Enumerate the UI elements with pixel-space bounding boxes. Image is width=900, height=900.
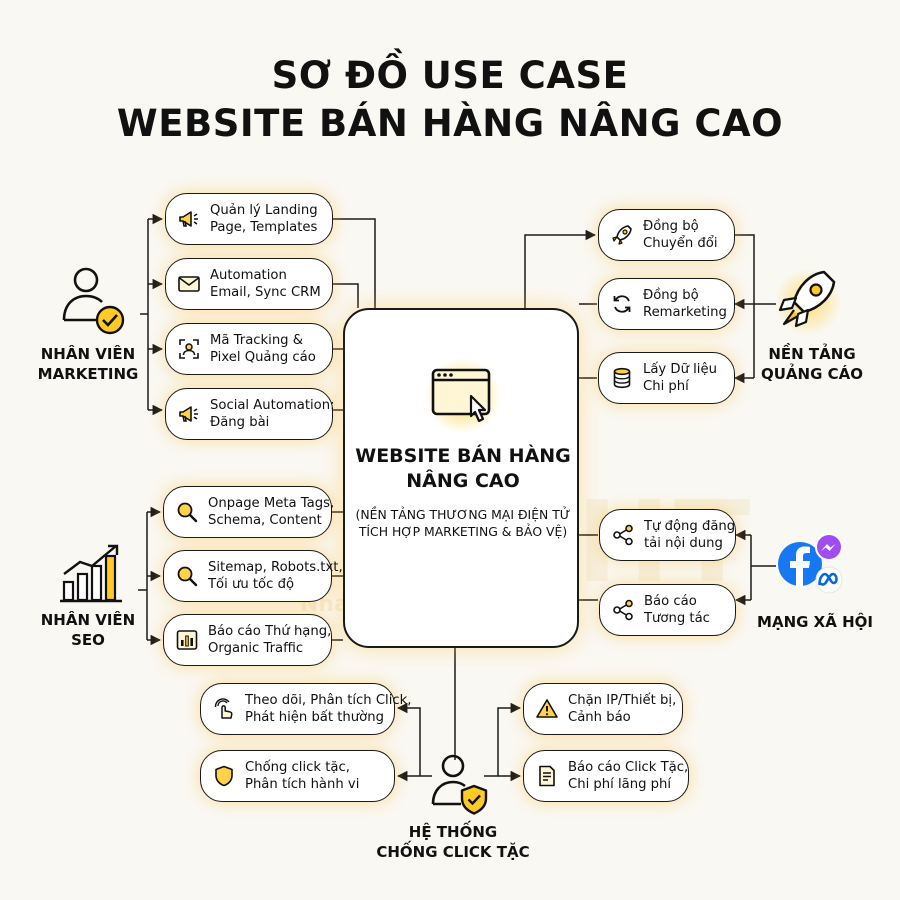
actor-seo[interactable] [56,540,140,604]
rocket-icon [610,223,634,247]
usecase-remarketing-sync[interactable]: Đồng bộ Remarketing [598,278,735,330]
bar-chart-trend-icon [60,544,122,603]
actor-click-fraud-system[interactable] [425,750,491,816]
system-title: WEBSITE BÁN HÀNG NÂNG CAO [355,445,571,492]
share-icon [611,598,635,622]
megaphone-icon [177,207,201,231]
pointer-click-icon [212,697,236,721]
envelope-icon [177,272,201,296]
facebook-messenger-meta-icon [778,533,843,594]
usecase-landing-page[interactable]: Quản lý Landing Page, Templates [165,193,333,245]
actor-ads-platform[interactable] [772,262,844,342]
tracking-pixel-icon [177,337,201,361]
refresh-icon [610,292,634,316]
shield-icon [212,764,236,788]
usecase-tracking-pixel[interactable]: Mã Tracking & Pixel Quảng cáo [165,323,333,375]
actor-ads-platform-label: NỀN TẢNG QUẢNG CÁO [761,345,863,383]
usecase-click-fraud-report[interactable]: Báo cáo Click Tặc, Chi phí lãng phí [523,750,689,802]
usecase-cost-data[interactable]: Lấy Dữ liệu Chi phí [598,352,735,404]
usecase-block-ip[interactable]: Chặn IP/Thiết bị, Cảnh báo [523,683,683,735]
rocket-icon [774,268,842,336]
actor-click-fraud-system-label: HỆ THỐNG CHỐNG CLICK TẶC [376,823,530,861]
search-icon [175,564,199,588]
usecase-engagement-report[interactable]: Báo cáo Tương tác [599,584,736,636]
report-icon [535,764,559,788]
usecase-conversion-sync[interactable]: Đồng bộ Chuyển đổi [598,209,735,261]
actor-social-network-label: MẠNG XÃ HỘI [757,613,873,631]
usecase-click-analysis[interactable]: Theo dõi, Phân tích Click, Phát hiện bất… [200,683,411,735]
usecase-ranking-report[interactable]: Báo cáo Thứ hạng, Organic Traffic [163,614,332,666]
diagram-title-line2: WEBSITE BÁN HÀNG NÂNG CAO [116,102,784,145]
database-icon [610,366,634,390]
share-icon [611,523,635,547]
actor-marketing[interactable] [56,262,140,342]
usecase-onpage-seo[interactable]: Onpage Meta Tags, Schema, Content [163,486,334,538]
megaphone-icon [177,402,201,426]
bar-chart-icon [175,628,199,652]
actor-seo-label: NHÂN VIÊN SEO [40,611,136,649]
diagram-title-line1: SƠ ĐỒ USE CASE [271,54,629,97]
user-shield-icon [431,754,488,815]
actor-social-network[interactable] [776,530,848,600]
usecase-email-automation[interactable]: Automation Email, Sync CRM [165,258,333,310]
actor-marketing-label: NHÂN VIÊN MARKETING [37,345,139,383]
warning-icon [535,697,559,721]
user-check-icon [62,267,125,335]
system-subtitle: (NỀN TẢNG THƯƠNG MẠI ĐIỆN TỬ TÍCH HỢP MA… [355,507,571,539]
browser-click-icon [423,356,503,436]
search-icon [175,500,199,524]
system-website[interactable]: WEBSITE BÁN HÀNG NÂNG CAO (NỀN TẢNG THƯƠ… [343,308,579,648]
usecase-auto-post[interactable]: Tự động đăng tải nội dung [599,509,736,561]
usecase-anti-click-fraud[interactable]: Chống click tặc, Phân tích hành vi [200,750,395,802]
usecase-social-automation[interactable]: Social Automation: Đăng bài [165,388,335,440]
usecase-technical-seo[interactable]: Sitemap, Robots.txt, Tối ưu tốc độ [163,550,343,602]
